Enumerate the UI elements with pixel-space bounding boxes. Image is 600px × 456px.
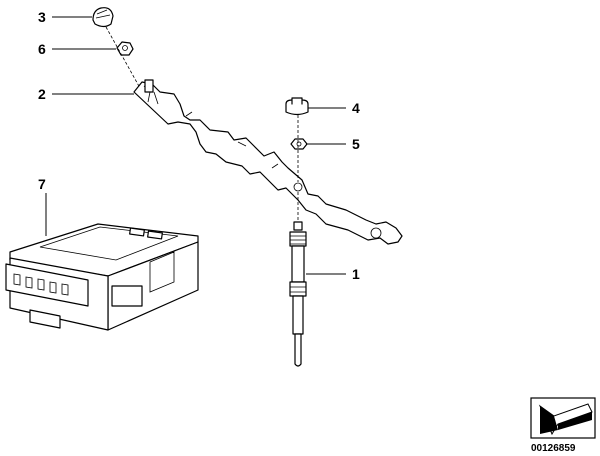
arrow-icon (538, 403, 593, 436)
part-6-nut (116, 41, 134, 56)
centre-line-3-6 (105, 26, 141, 89)
part-4-nut (285, 97, 309, 116)
reference-number: 00126859 (531, 443, 576, 454)
callout-2: 2 (38, 86, 46, 102)
callout-7: 7 (38, 176, 46, 192)
callout-6: 6 (38, 41, 46, 57)
part-7-control-unit (5, 223, 199, 331)
part-3-nut (92, 7, 114, 28)
callout-4: 4 (352, 100, 360, 116)
callout-3: 3 (38, 9, 46, 25)
part-5-nut (290, 138, 308, 150)
reference-box: 00126859 (530, 397, 596, 454)
callout-5: 5 (352, 136, 360, 152)
part-1-glow-plug (289, 221, 307, 367)
callout-1: 1 (352, 266, 360, 282)
part-2-wiring-harness (133, 79, 403, 245)
